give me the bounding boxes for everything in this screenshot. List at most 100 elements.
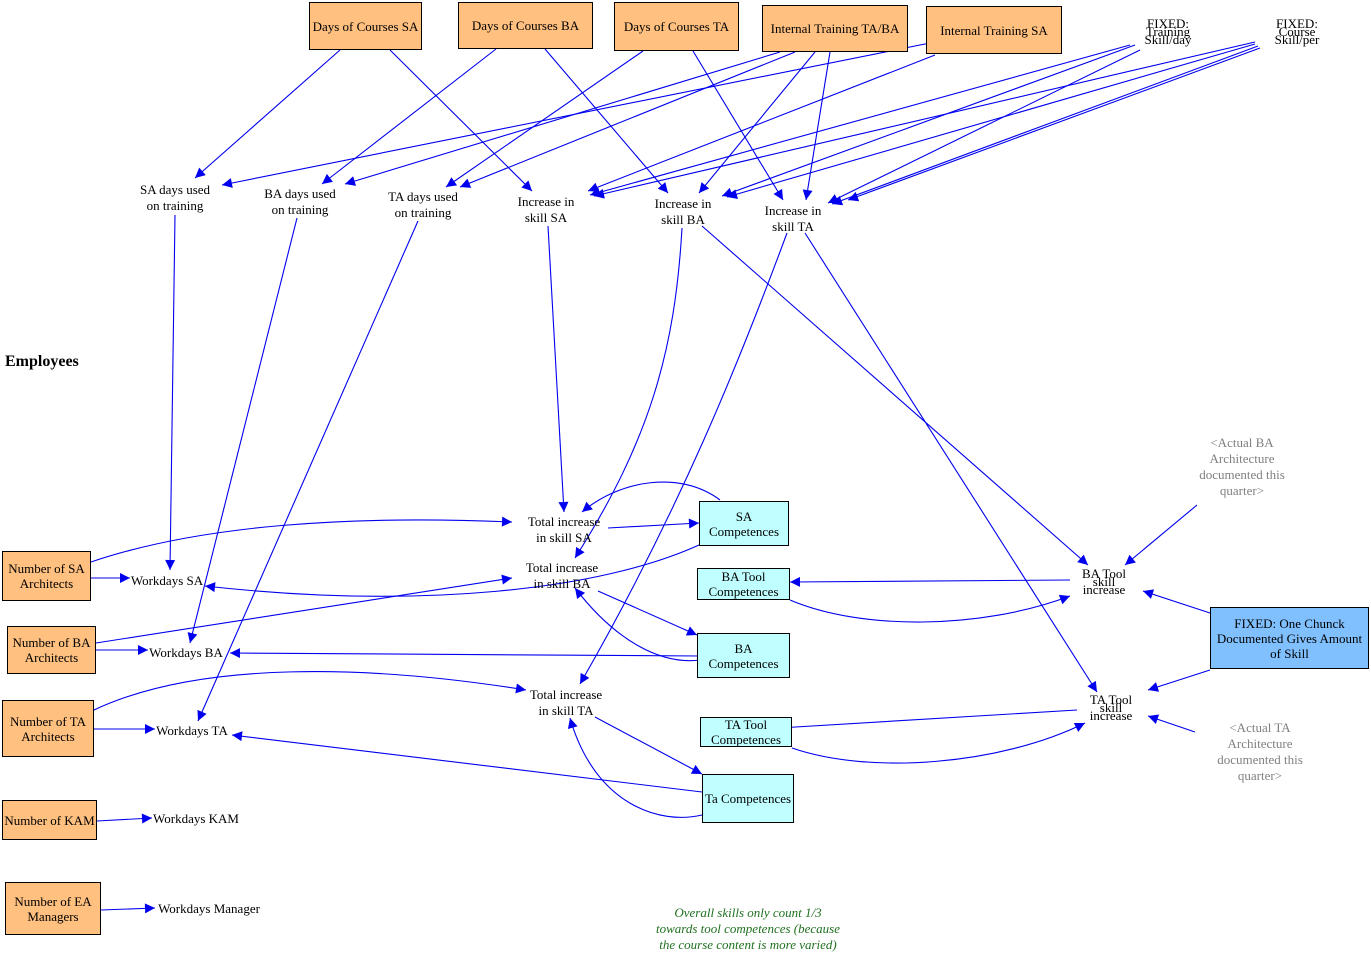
sa-comp-line-1: SA — [735, 508, 753, 524]
link-course-to-increase-ta-2 — [847, 47, 1261, 202]
ba-tool-line-3: increase — [1082, 582, 1126, 597]
increase-ta-line-2: skill TA — [772, 219, 814, 234]
link-itsa-to-sa-days — [221, 42, 931, 188]
ta-comp-label: Ta Competences — [704, 791, 792, 806]
sa-days-used-on-training[interactable]: SA days used on training — [140, 182, 210, 214]
ta-days-line-1: TA days used — [388, 189, 458, 204]
link-increase-ba-to-ba-tool — [701, 225, 1089, 566]
link-actual-ta-to-ta-tool — [1147, 714, 1196, 733]
increase-in-skill-ta[interactable]: Increase in skill TA — [765, 203, 822, 235]
total-increase-in-skill-ba[interactable]: Total increase in skill BA — [526, 560, 598, 592]
actual-ta-architecture-shadow[interactable]: <Actual TA Architecture documented this … — [1217, 720, 1303, 784]
link-num-sa-to-total-sa — [90, 516, 513, 563]
link-ba-tool-to-ba-tool-comp — [789, 576, 1071, 587]
overall-skills-comment: Overall skills only count 1/3 towards to… — [656, 905, 840, 953]
num-kam-label: Number of KAM — [4, 812, 95, 828]
link-itba-to-increase-ta — [802, 51, 831, 201]
internal-training-sa[interactable]: Internal Training SA — [926, 6, 1062, 54]
increase-in-skill-ba[interactable]: Increase in skill BA — [655, 196, 712, 228]
sa-days-line-1: SA days used — [139, 182, 211, 197]
days-of-courses-ba[interactable]: Days of Courses BA — [458, 2, 593, 49]
one-chunk-line-2: Documented Gives Amount — [1216, 630, 1363, 646]
link-training-to-increase-ta — [827, 49, 1141, 204]
link-ta-tool-comp-to-ta-tool — [791, 722, 1086, 764]
workdays-manager[interactable]: Workdays Manager — [158, 901, 260, 916]
fixed-training-line-2: Training — [1145, 24, 1191, 39]
ba-competences[interactable]: BA Competences — [697, 633, 790, 678]
link-days-ta-to-ta-days — [445, 50, 644, 188]
total-increase-in-skill-ta[interactable]: Total increase in skill TA — [530, 687, 602, 719]
one-chunk-line-3: of Skill — [1270, 645, 1309, 661]
link-num-ea-to-workdays-manager — [100, 903, 156, 914]
total-increase-in-skill-sa[interactable]: Total increase in skill SA — [528, 514, 600, 546]
link-days-ba-to-ba-days — [321, 48, 497, 185]
ba-tool-skill-increase[interactable]: BA Tool skill increase — [1082, 567, 1126, 597]
link-itba-to-ba-days — [344, 51, 781, 186]
number-of-ea-managers[interactable]: Number of EA Managers — [5, 882, 101, 935]
days-of-courses-sa[interactable]: Days of Courses SA — [309, 2, 422, 50]
ta-tool-line-3: increase — [1089, 708, 1133, 723]
internal-training-ta-ba[interactable]: Internal Training TA/BA — [762, 5, 908, 52]
total-ba-line-2: in skill BA — [533, 576, 591, 591]
actual-ta-line-3: documented this — [1217, 752, 1303, 767]
increase-sa-line-1: Increase in — [517, 194, 575, 209]
ba-tool-line-2: skill — [1092, 574, 1116, 589]
one-chunk-line-1: FIXED: One Chunck — [1234, 615, 1345, 631]
fixed-one-chunk-documented[interactable]: FIXED: One Chunck Documented Gives Amoun… — [1210, 607, 1369, 669]
total-ta-line-1: Total increase — [529, 687, 603, 702]
link-ba-days-to-workdays-ba — [187, 217, 298, 644]
days-of-courses-ta[interactable]: Days of Courses TA — [614, 2, 739, 51]
ta-tool-skill-increase[interactable]: TA Tool skill increase — [1089, 693, 1133, 723]
comment-line-1: Overall skills only count 1/3 — [674, 905, 822, 920]
actual-ba-architecture-shadow[interactable]: <Actual BA Architecture documented this … — [1199, 435, 1285, 499]
ta-tool-line-2: skill — [1099, 700, 1123, 715]
workdays-kam[interactable]: Workdays KAM — [153, 811, 239, 826]
link-ta-days-to-workdays-ta — [197, 220, 419, 722]
ta-days-used-on-training[interactable]: TA days used on training — [388, 189, 458, 221]
number-of-ba-architects[interactable]: Number of BA Architects — [7, 626, 96, 674]
link-actual-ba-to-ba-tool — [1124, 504, 1198, 566]
increase-ta-line-1: Increase in — [764, 203, 822, 218]
internal-training-ta-ba-label: Internal Training TA/BA — [770, 21, 900, 36]
increase-in-skill-sa[interactable]: Increase in skill SA — [518, 194, 575, 226]
ta-competences[interactable]: Ta Competences — [702, 774, 794, 823]
link-ta-tool-to-ta-tool-comp — [778, 709, 1078, 733]
num-sa-line-2: Architects — [19, 576, 74, 591]
num-ba-line-2: Architects — [24, 650, 79, 665]
total-sa-line-2: in skill SA — [536, 530, 592, 545]
total-ba-line-1: Total increase — [525, 560, 599, 575]
link-sa-days-to-workdays-sa — [165, 214, 176, 571]
workdays-ta[interactable]: Workdays TA — [156, 723, 228, 738]
fixed-course-line-2: Course — [1278, 24, 1316, 39]
number-of-kam[interactable]: Number of KAM — [2, 800, 97, 840]
num-ea-line-1: Number of EA — [14, 893, 92, 909]
link-num-kam-to-workdays-kam — [96, 813, 153, 824]
link-num-ba-to-total-ba — [95, 574, 513, 644]
days-of-courses-sa-label: Days of Courses SA — [312, 18, 419, 34]
actual-ta-line-4: quarter> — [1237, 768, 1283, 783]
link-ba-tool-comp-to-ba-tool — [789, 594, 1071, 623]
ta-tool-competences[interactable]: TA Tool Competences — [700, 717, 792, 747]
link-ta-comp-to-workdays-ta — [231, 731, 703, 793]
fixed-course-skill-per[interactable]: FIXED: Course Skill/per — [1274, 16, 1320, 47]
ba-tool-competences[interactable]: BA Tool Competences — [697, 568, 790, 600]
link-ba-comp-to-total-ba — [574, 587, 701, 662]
ba-days-used-on-training[interactable]: BA days used on training — [264, 186, 336, 218]
number-of-sa-architects[interactable]: Number of SA Architects — [2, 551, 91, 601]
link-itsa-to-increase-sa — [587, 54, 936, 193]
days-of-courses-ta-label: Days of Courses TA — [623, 19, 730, 34]
fixed-course-line-3: Skill/per — [1274, 32, 1320, 47]
number-of-ta-architects[interactable]: Number of TA Architects — [2, 700, 94, 757]
fixed-course-line-1: FIXED: — [1276, 16, 1318, 31]
link-training-to-increase-sa — [589, 44, 1131, 198]
sa-competences[interactable]: SA Competences — [699, 501, 789, 546]
sa-days-line-2: on training — [146, 198, 204, 213]
link-increase-ta-to-total-ta — [579, 232, 788, 685]
link-one-chunk-to-ta-tool — [1147, 669, 1211, 692]
workdays-ba[interactable]: Workdays BA — [149, 645, 223, 660]
ba-days-line-1: BA days used — [264, 186, 336, 201]
workdays-sa[interactable]: Workdays SA — [130, 573, 204, 588]
actual-ba-line-4: quarter> — [1219, 483, 1265, 498]
fixed-training-skill-day[interactable]: FIXED: Training Skill/day — [1145, 17, 1192, 46]
num-sa-line-1: Number of SA — [8, 561, 85, 576]
